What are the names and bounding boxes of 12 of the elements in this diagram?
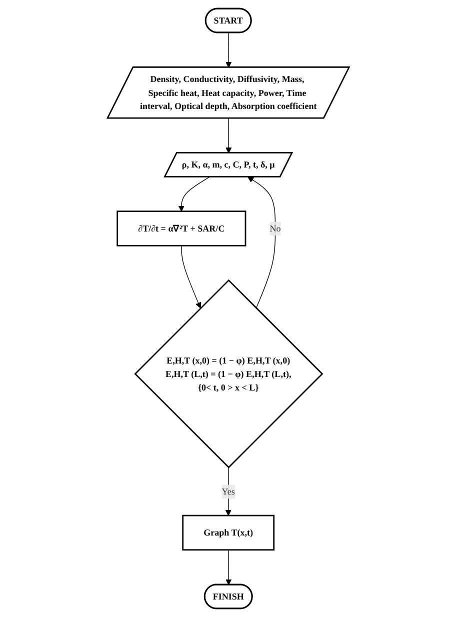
arrow — [225, 118, 232, 154]
edge-label: No — [269, 223, 280, 234]
arrow — [224, 467, 232, 516]
arrow — [225, 32, 232, 68]
arrow — [180, 245, 201, 308]
node-box: Graph T(x,t) — [182, 514, 274, 551]
node-box: ∂T/∂t = α∇²T + SAR/C — [116, 210, 246, 246]
arrow — [247, 176, 276, 308]
arrow — [178, 176, 210, 212]
edge-label: Yes — [221, 486, 235, 496]
arrow — [225, 550, 232, 586]
node-diamond: E,H,T (x,0) = (1 − φ) E,H,T (x,0) E,H,T (L,t) = (1 − φ) E,H,T (L,t), {0< t, 0 > x < L} — [134, 279, 323, 468]
